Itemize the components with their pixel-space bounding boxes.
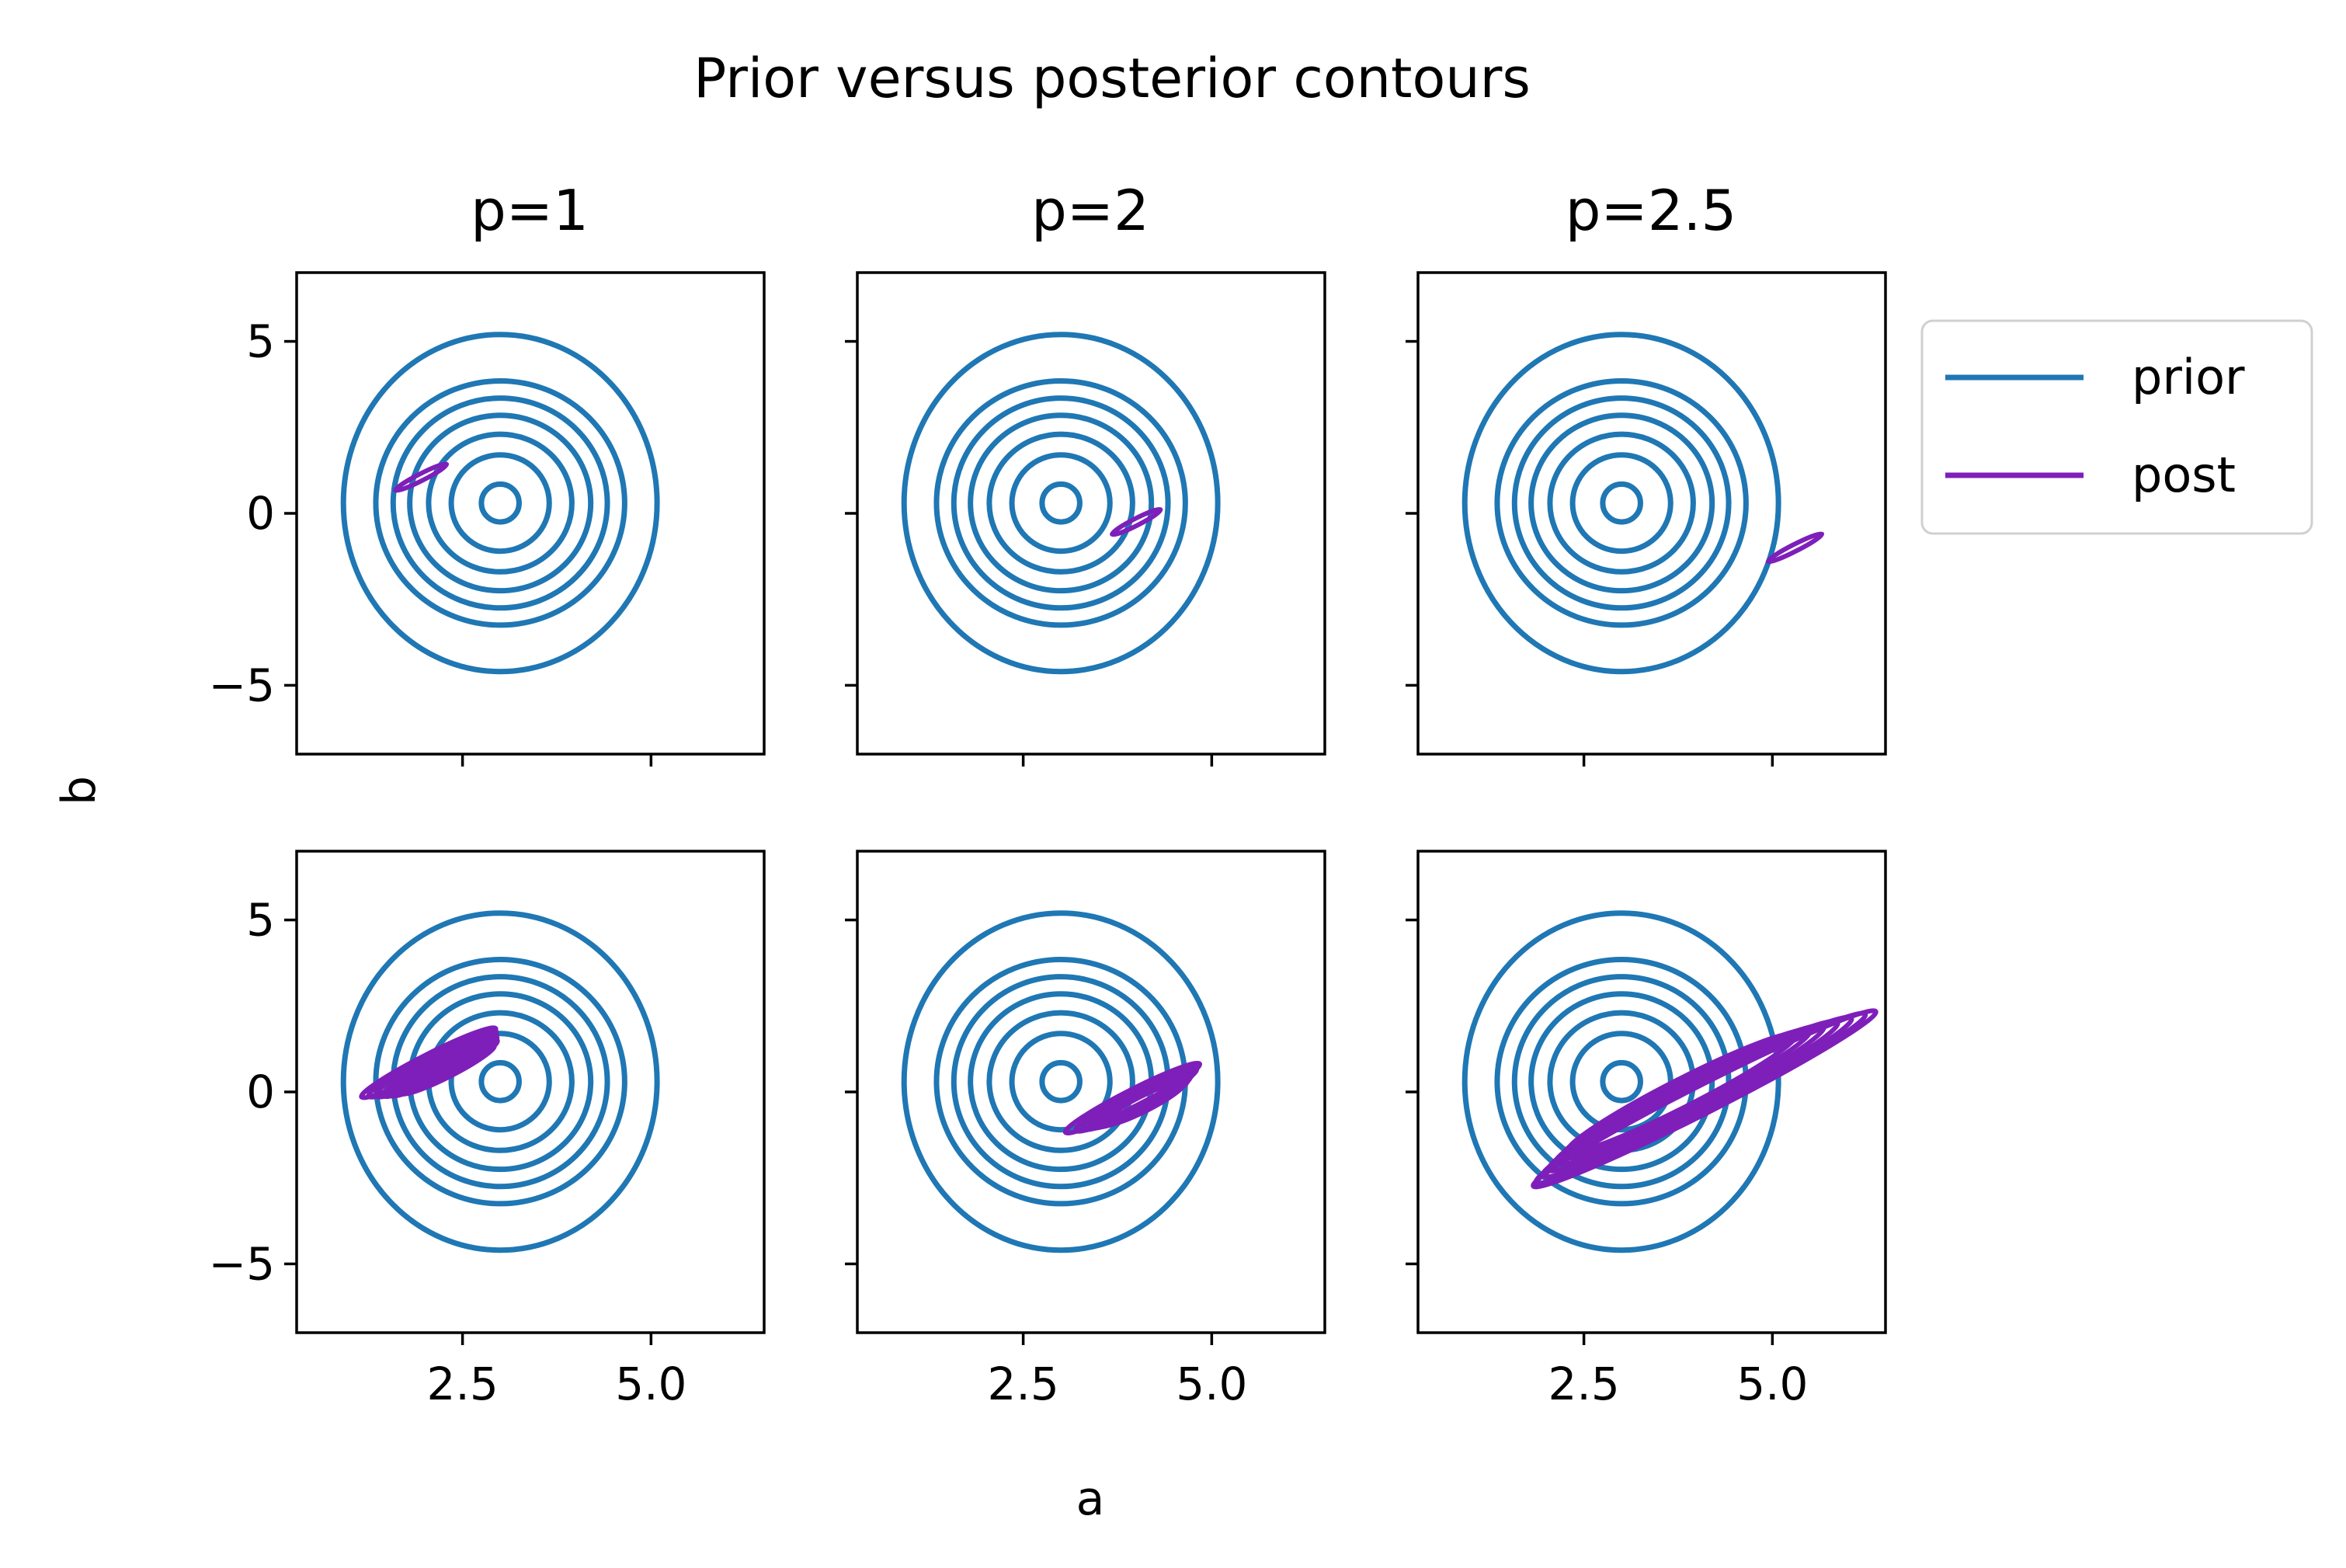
- prior-contour-0: [1039, 1059, 1083, 1104]
- subplot-grid: −5 0 5 −5 0 5 2.5 5.0 2.5 5.0 2.5 5.0: [209, 271, 1887, 1410]
- prior-contour-3: [968, 412, 1155, 594]
- plot-area: [901, 332, 1221, 675]
- axes-frame: [295, 271, 766, 756]
- prior-contour-4: [1511, 395, 1732, 611]
- prior-contour-0: [478, 481, 522, 525]
- prior-contour-3: [407, 412, 594, 594]
- prior-contour-1: [1009, 452, 1113, 555]
- x-tick-label: 5.0: [1176, 1358, 1247, 1410]
- prior-contour-1: [448, 1031, 552, 1133]
- prior-contour-6: [340, 332, 660, 675]
- plot-area: [340, 910, 660, 1253]
- y-tick-label: 5: [246, 315, 275, 368]
- prior-contour-2: [1547, 431, 1696, 575]
- prior-contour-0: [1600, 481, 1643, 525]
- prior-contour-4: [951, 395, 1171, 611]
- prior-contour-2: [986, 1010, 1135, 1153]
- prior-contour-4: [951, 974, 1171, 1190]
- prior-contour-5: [373, 378, 627, 628]
- plot-area: [901, 910, 1221, 1253]
- y-tick-label: −5: [209, 659, 276, 711]
- x-tick-label: 5.0: [615, 1358, 686, 1410]
- post-contour-0: [393, 461, 450, 493]
- prior-contour-5: [1494, 378, 1749, 628]
- prior-contour-0: [478, 1059, 522, 1104]
- plot-area: [1461, 332, 1825, 675]
- subplot-r0-c0: −5 0 5: [209, 271, 766, 767]
- legend-frame: [1920, 319, 2313, 535]
- prior-contour-3: [1528, 412, 1715, 594]
- axes-frame: [1416, 271, 1887, 756]
- post-contour-5: [1100, 1080, 1187, 1128]
- subplot-r1-c0: −5 0 5 2.5 5.0: [209, 850, 766, 1410]
- x-tick-label: 2.5: [426, 1358, 498, 1410]
- prior-contour-6: [1461, 332, 1781, 675]
- x-tick-label: 2.5: [1548, 1358, 1619, 1410]
- y-axis-label: b: [52, 776, 106, 805]
- x-axis-label: a: [1076, 1472, 1105, 1526]
- col-title-2: p=2: [1031, 178, 1149, 243]
- prior-contour-6: [340, 910, 660, 1253]
- plot-area: [1461, 910, 1879, 1253]
- subplot-r0-c1: [845, 271, 1326, 767]
- legend: prior post: [1920, 319, 2313, 535]
- prior-contour-3: [968, 991, 1155, 1173]
- post-contour-6: [1565, 1031, 1799, 1155]
- x-tick-label: 5.0: [1736, 1358, 1808, 1410]
- prior-contour-6: [901, 910, 1221, 1253]
- subplot-r1-c1: 2.5 5.0: [845, 850, 1326, 1410]
- prior-contour-2: [986, 431, 1135, 575]
- legend-label-post: post: [2132, 447, 2236, 503]
- prior-contour-1: [1009, 1031, 1113, 1133]
- prior-contour-0: [1039, 481, 1083, 525]
- prior-contour-5: [933, 378, 1188, 628]
- axes-frame: [856, 850, 1326, 1334]
- subplot-r0-c2: [1406, 271, 1887, 767]
- legend-label-prior: prior: [2132, 349, 2245, 405]
- prior-contour-1: [448, 452, 552, 555]
- subplot-r1-c2: 2.5 5.0: [1406, 850, 1887, 1410]
- post-contour-0: [1765, 531, 1825, 565]
- y-tick-label: 0: [246, 487, 275, 540]
- prior-contour-0: [1600, 1059, 1643, 1104]
- prior-contour-1: [1569, 452, 1673, 555]
- prior-contour-6: [1461, 910, 1781, 1253]
- prior-contour-2: [426, 431, 575, 575]
- post-contour-5: [398, 1041, 497, 1097]
- y-tick-label: 5: [246, 894, 275, 947]
- post-contour-0: [1110, 506, 1163, 537]
- prior-contour-4: [390, 395, 610, 611]
- y-tick-label: −5: [209, 1237, 276, 1290]
- x-tick-label: 2.5: [987, 1358, 1058, 1410]
- axes-frame: [856, 271, 1326, 756]
- prior-contour-6: [901, 332, 1221, 675]
- col-title-3: p=2.5: [1566, 178, 1737, 243]
- figure-title: Prior versus posterior contours: [693, 47, 1531, 110]
- plot-area: [340, 332, 660, 675]
- col-title-1: p=1: [471, 178, 589, 243]
- y-tick-label: 0: [246, 1066, 275, 1118]
